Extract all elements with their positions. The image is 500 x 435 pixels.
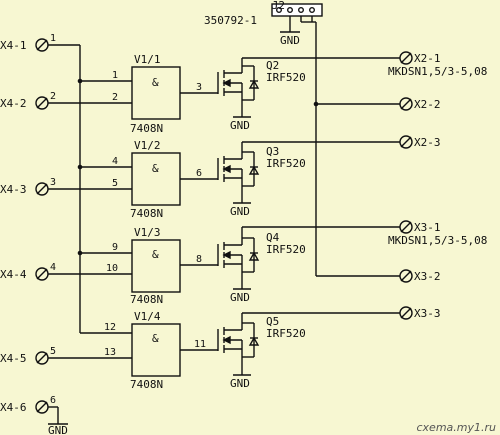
transistor-gnd-label: GND xyxy=(230,205,250,218)
connector-gnd-label: GND xyxy=(280,34,300,47)
connector-j2-pin xyxy=(298,6,305,13)
gate-symbol: & xyxy=(152,162,159,175)
and-gate-v1-2 xyxy=(131,152,181,206)
input-pin: 5 xyxy=(50,346,56,357)
transistor-ref: Q4 xyxy=(266,231,280,244)
gate-ref: V1/3 xyxy=(134,226,161,239)
gate-ref: V1/2 xyxy=(134,139,161,152)
mosfet-q4 xyxy=(217,226,400,290)
connector-j2-body xyxy=(271,3,323,17)
gate-part: 7408N xyxy=(130,122,163,135)
gate-symbol: & xyxy=(152,248,159,261)
gate-symbol: & xyxy=(152,76,159,89)
gate-pin: 13 xyxy=(104,347,116,358)
gate-pin: 9 xyxy=(112,242,118,253)
transistor-gnd-label: GND xyxy=(230,291,250,304)
mosfet-q2 xyxy=(217,57,400,118)
junction-dot xyxy=(313,101,319,107)
gate-pin: 2 xyxy=(112,92,118,103)
output-terminal xyxy=(399,220,413,234)
watermark: cxema.my1.ru xyxy=(417,421,497,434)
output-sublabel: MKDSN1,5/3-5,08 xyxy=(388,65,487,78)
transistor-part: IRF520 xyxy=(266,327,306,340)
junction-dot xyxy=(77,164,83,170)
connector-j2-pin xyxy=(276,6,283,13)
gate-ref: V1/1 xyxy=(134,53,161,66)
input-label: X4-2 xyxy=(0,97,27,110)
transistor-part: IRF520 xyxy=(266,71,306,84)
gate-pin: 10 xyxy=(106,263,118,274)
input-label: X4-1 xyxy=(0,39,27,52)
output-terminal xyxy=(399,269,413,283)
and-gate-v1-1 xyxy=(131,66,181,120)
gate-pin: 8 xyxy=(196,254,202,265)
input-pin: 1 xyxy=(50,33,56,44)
junction-dot xyxy=(77,78,83,84)
output-label: X3-1 xyxy=(414,221,441,234)
connector-j2-pin xyxy=(309,6,316,13)
input-terminal xyxy=(35,182,49,196)
output-terminal xyxy=(399,97,413,111)
connector-j2-pin xyxy=(287,6,294,13)
output-terminal xyxy=(399,51,413,65)
transistor-part: IRF520 xyxy=(266,243,306,256)
gate-ref: V1/4 xyxy=(134,310,161,323)
input-label: X4-3 xyxy=(0,183,27,196)
gate-pin: 3 xyxy=(196,82,202,93)
transistor-gnd-label: GND xyxy=(230,377,250,390)
transistor-gnd-label: GND xyxy=(230,119,250,132)
input-label: X4-4 xyxy=(0,268,27,281)
gate-part: 7408N xyxy=(130,207,163,220)
gate-pin: 6 xyxy=(196,168,202,179)
gate-pin: 4 xyxy=(112,156,118,167)
output-label: X2-3 xyxy=(414,136,441,149)
input-pin: 3 xyxy=(50,177,56,188)
input-terminal xyxy=(35,351,49,365)
input-gnd-label: GND xyxy=(48,424,68,435)
mosfet-q5 xyxy=(217,312,400,376)
transistor-ref: Q5 xyxy=(266,315,279,328)
input-terminal xyxy=(35,96,49,110)
gate-pin: 12 xyxy=(104,322,116,333)
connector-ref: J2 xyxy=(272,0,285,12)
output-terminal xyxy=(399,135,413,149)
gate-pin: 11 xyxy=(194,339,206,350)
input-label: X4-6 xyxy=(0,401,27,414)
output-label: X3-2 xyxy=(414,270,441,283)
transistor-part: IRF520 xyxy=(266,157,306,170)
transistor-ref: Q2 xyxy=(266,59,279,72)
input-pin: 2 xyxy=(50,91,56,102)
gate-symbol: & xyxy=(152,332,159,345)
and-gate-v1-3 xyxy=(131,239,181,293)
junction-dot xyxy=(77,250,83,256)
input-pin: 6 xyxy=(50,395,56,406)
input-terminal xyxy=(35,267,49,281)
input-terminal xyxy=(35,400,49,414)
gate-part: 7408N xyxy=(130,293,163,306)
output-sublabel: MKDSN1,5/3-5,08 xyxy=(388,234,487,247)
transistor-ref: Q3 xyxy=(266,145,279,158)
input-pin: 4 xyxy=(50,262,56,273)
output-terminal xyxy=(399,306,413,320)
input-terminal xyxy=(35,38,49,52)
gate-part: 7408N xyxy=(130,378,163,391)
output-label: X2-2 xyxy=(414,98,441,111)
mosfet-q3 xyxy=(217,141,400,204)
output-label: X2-1 xyxy=(414,52,441,65)
gate-pin: 1 xyxy=(112,70,118,81)
connector-part: 350792-1 xyxy=(204,14,257,27)
output-label: X3-3 xyxy=(414,307,441,320)
gate-pin: 5 xyxy=(112,178,118,189)
input-label: X4-5 xyxy=(0,352,27,365)
